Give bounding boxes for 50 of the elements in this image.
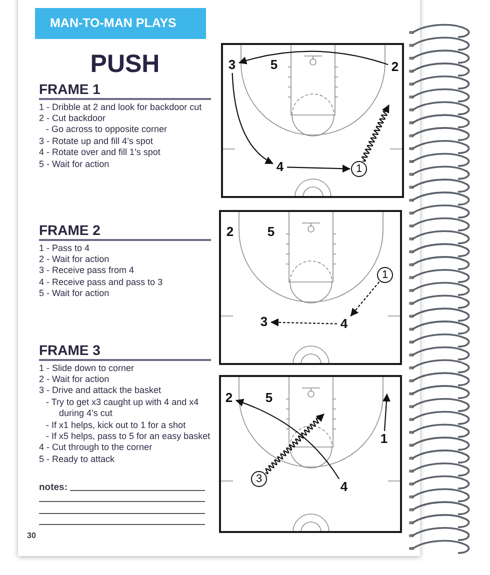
instruction-text: 1 - Pass to 4 — [39, 242, 90, 254]
section-heading: FRAME 3 — [39, 342, 100, 358]
circled-player-number: 1 — [377, 267, 393, 283]
section-heading: FRAME 2 — [39, 222, 100, 238]
instruction-text: - Try to get x3 caught up with 4 and x4 during 4’s cut — [46, 396, 200, 420]
instruction-text: 3 - Receive pass from 4 — [39, 265, 134, 277]
page-number: 30 — [27, 531, 36, 540]
instruction-text: - If x1 helps, kick out to 1 for a shot — [46, 420, 186, 431]
instruction-text: 1 - Dribble at 2 and look for backdoor cut — [39, 102, 202, 113]
notes-label: notes: — [39, 482, 68, 493]
section-banner: MAN-TO-MAN PLAYS — [35, 8, 206, 39]
instruction-text: 5 - Wait for action — [39, 288, 110, 300]
player-number: 3 — [226, 58, 238, 72]
arrow — [236, 399, 340, 480]
instruction-text: 5 - Wait for action — [39, 158, 110, 170]
player-number: 3 — [258, 315, 270, 329]
circled-player-number: 1 — [351, 161, 367, 177]
player-number: 2 — [223, 391, 235, 405]
wavy-arrow — [361, 104, 390, 162]
dashed-arrow — [350, 282, 380, 316]
instruction-text: 2 - Cut backdoor — [39, 112, 106, 124]
instruction-text: 5 - Ready to attack — [39, 454, 115, 466]
instruction-text: - If x5 helps, pass to 5 for an easy basket — [46, 430, 210, 442]
player-number: 2 — [224, 225, 236, 239]
player-number: 5 — [268, 58, 280, 72]
instruction-text: 4 - Receive pass and pass to 3 — [39, 276, 163, 288]
player-number: 5 — [263, 391, 275, 405]
player-number: 1 — [378, 432, 390, 446]
player-number: 5 — [265, 225, 277, 239]
circled-player-number: 3 — [251, 471, 267, 487]
instruction-text: 1 - Slide down to corner — [39, 362, 134, 374]
instruction-text: 3 - Drive and attack the basket — [39, 385, 162, 397]
instruction-text: 2 - Wait for action — [39, 254, 110, 266]
arrow — [232, 72, 274, 164]
instruction-text: - Go across to opposite corner — [46, 124, 168, 136]
player-number: 4 — [338, 317, 350, 331]
section-heading: FRAME 1 — [39, 81, 100, 97]
instruction-text: 4 - Cut through to the corner — [39, 442, 152, 454]
instruction-text: 2 - Wait for action — [39, 374, 110, 386]
instruction-text: 4 - Rotate over and fill 1’s spot — [39, 147, 160, 159]
arrow — [286, 164, 350, 173]
player-number: 2 — [389, 60, 401, 74]
instruction-text: 3 - Rotate up and fill 4’s spot — [39, 136, 153, 148]
page-title: PUSH — [90, 50, 160, 78]
player-number: 4 — [274, 160, 286, 174]
dashed-arrow — [270, 318, 338, 326]
arrow — [382, 394, 390, 432]
player-number: 4 — [338, 480, 350, 494]
wavy-arrow — [265, 414, 324, 474]
arrow — [238, 50, 388, 66]
